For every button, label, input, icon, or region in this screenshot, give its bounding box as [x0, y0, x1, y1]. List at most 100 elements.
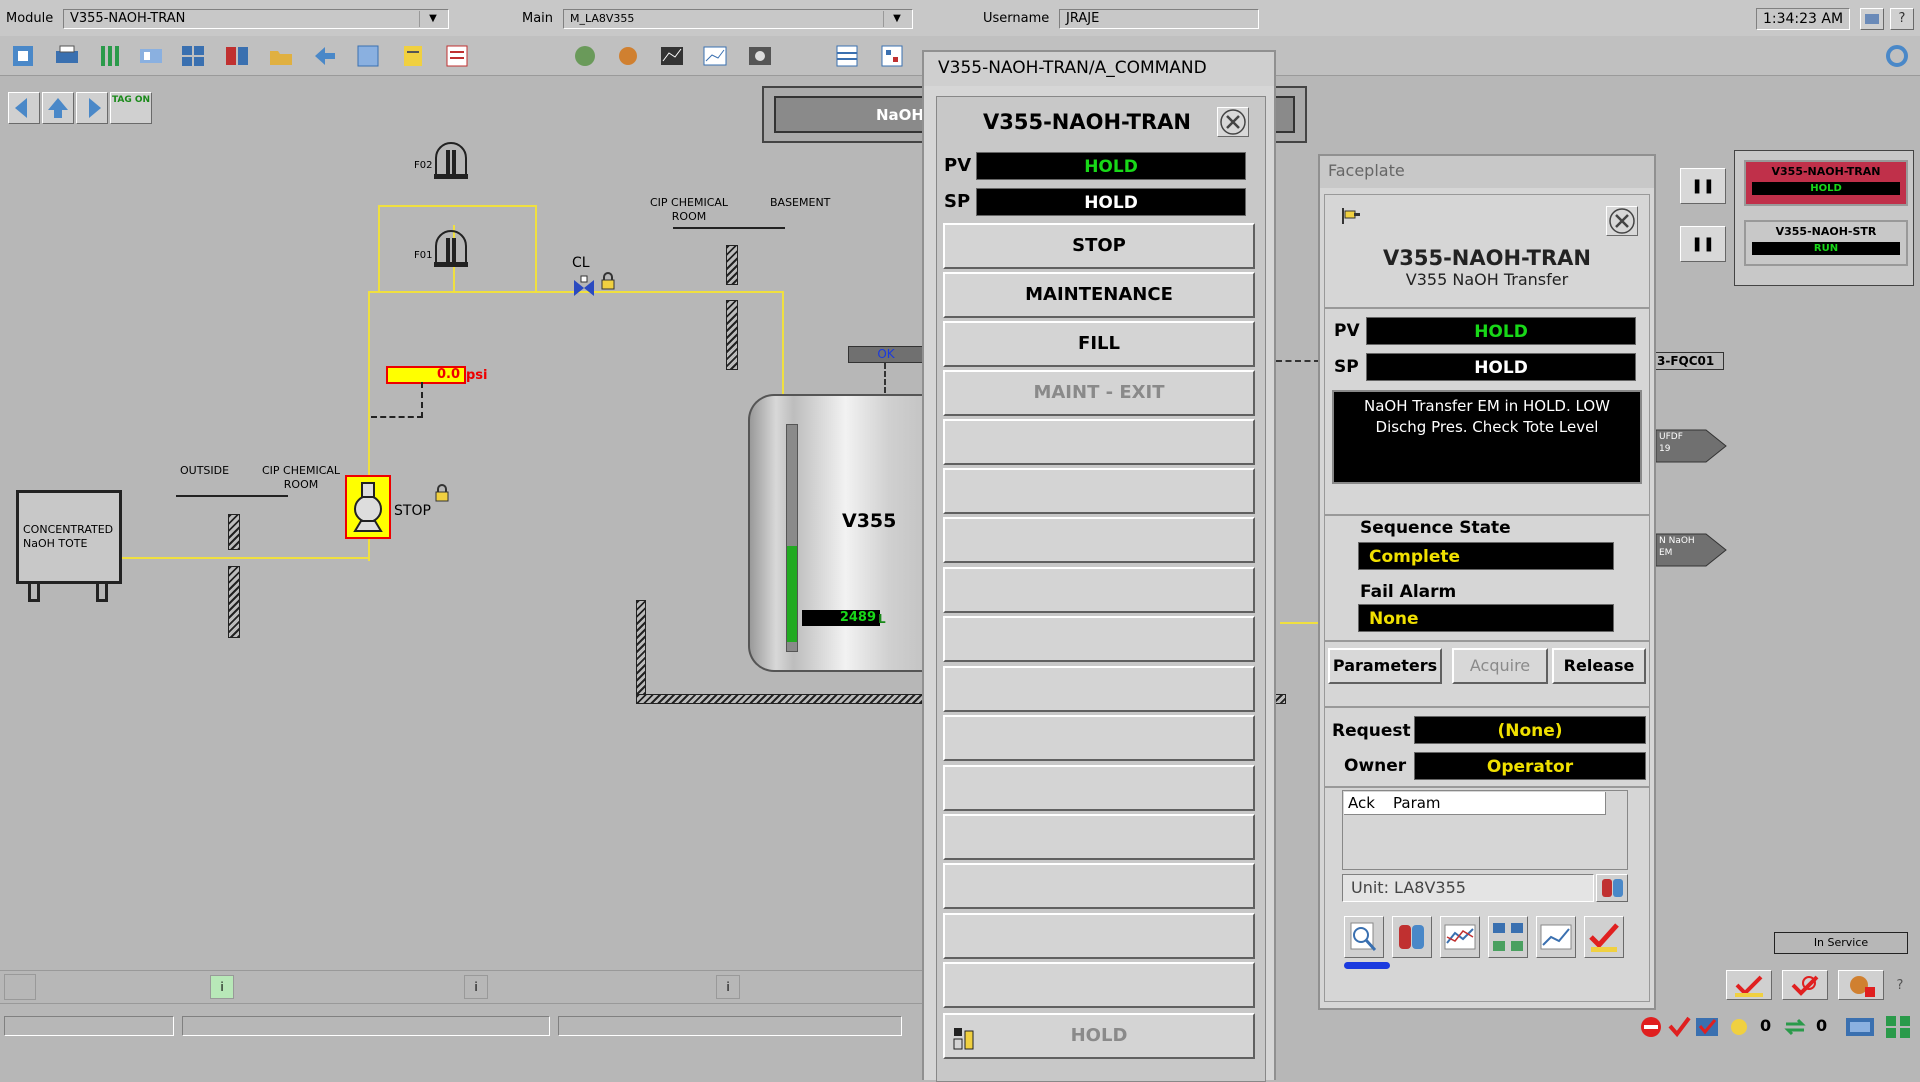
- release-button[interactable]: Release: [1552, 648, 1646, 684]
- info-indicator[interactable]: i: [716, 975, 740, 999]
- naoh-em-arrow[interactable]: N NaOH EM: [1655, 532, 1728, 568]
- tank-v355[interactable]: V355 2489 L: [748, 394, 924, 672]
- f01-instrument-icon[interactable]: [432, 228, 470, 276]
- fqc-tag[interactable]: 3-FQC01: [1654, 352, 1724, 370]
- fill-command-button[interactable]: FILL: [943, 321, 1255, 367]
- nav-up-button[interactable]: [42, 92, 74, 124]
- refresh-icon[interactable]: [1882, 41, 1912, 71]
- empty-command-slot[interactable]: [943, 419, 1255, 465]
- display-icon[interactable]: [222, 41, 252, 71]
- param-column-header[interactable]: Param: [1389, 792, 1606, 815]
- ack-column-header[interactable]: Ack: [1344, 792, 1393, 815]
- hold-command-button[interactable]: HOLD: [943, 1013, 1255, 1059]
- layout-icon[interactable]: [178, 41, 208, 71]
- empty-command-slot[interactable]: [943, 962, 1255, 1008]
- ufdf-arrow[interactable]: UFDF 19: [1655, 428, 1728, 464]
- maintenance-command-button[interactable]: MAINTENANCE: [943, 272, 1255, 318]
- empty-command-slot[interactable]: [943, 517, 1255, 563]
- chart-icon[interactable]: [700, 41, 730, 71]
- f02-instrument-icon[interactable]: [432, 140, 470, 188]
- notes-icon[interactable]: [398, 41, 428, 71]
- empty-command-slot[interactable]: [943, 468, 1255, 514]
- empty-command-slot[interactable]: [943, 567, 1255, 613]
- hierarchy-icon[interactable]: [1488, 916, 1528, 958]
- network-icon[interactable]: [136, 41, 166, 71]
- pin-icon[interactable]: [1340, 206, 1362, 226]
- faceplate-close-icon[interactable]: [1606, 206, 1638, 236]
- print-icon[interactable]: [52, 41, 82, 71]
- trend-icon[interactable]: [1440, 916, 1480, 958]
- trend-icon[interactable]: [657, 41, 687, 71]
- table-icon[interactable]: [832, 41, 862, 71]
- info-indicator[interactable]: i: [464, 975, 488, 999]
- horn-icon[interactable]: [1838, 970, 1884, 1000]
- parameters-button[interactable]: Parameters: [1328, 648, 1442, 684]
- nav-forward-button[interactable]: [76, 92, 108, 124]
- detail-icon[interactable]: [1344, 916, 1384, 958]
- lock-icon: [600, 272, 616, 290]
- dashed-connector: [371, 382, 423, 418]
- sp-value: HOLD: [976, 188, 1246, 216]
- pause-button-1[interactable]: ❚❚: [1680, 168, 1726, 204]
- empty-command-slot[interactable]: [943, 616, 1255, 662]
- home-icon[interactable]: [8, 41, 38, 71]
- acquire-button[interactable]: Acquire: [1452, 648, 1548, 684]
- maint-exit-command-button[interactable]: MAINT - EXIT: [943, 370, 1255, 416]
- em-item-naoh-tran[interactable]: V355-NAOH-TRAN HOLD: [1744, 160, 1908, 206]
- wall-post-3: [228, 514, 240, 550]
- main-select[interactable]: M_LA8V355 ▼: [563, 9, 913, 29]
- silence-icon[interactable]: [1782, 970, 1828, 1000]
- empty-command-slot[interactable]: [943, 765, 1255, 811]
- back-arrow-icon[interactable]: [310, 41, 340, 71]
- ack-param-list[interactable]: Ack Param: [1342, 790, 1628, 870]
- diagnostics-icon[interactable]: [745, 41, 775, 71]
- list-icon[interactable]: [442, 41, 472, 71]
- station-icon[interactable]: [1844, 1014, 1876, 1040]
- close-icon[interactable]: [1217, 107, 1249, 137]
- module-select[interactable]: V355-NAOH-TRAN ▼: [63, 9, 449, 29]
- network-status-icon[interactable]: [1884, 1014, 1912, 1040]
- tag-on-button[interactable]: TAG ON: [110, 92, 152, 124]
- alarm-ack-all-icon[interactable]: [1694, 1014, 1720, 1040]
- event-icon[interactable]: [1726, 1014, 1752, 1040]
- tank-level-bar: [787, 546, 797, 642]
- empty-command-slot[interactable]: [943, 814, 1255, 860]
- help-icon[interactable]: ?: [1896, 978, 1904, 993]
- columns-icon[interactable]: [95, 41, 125, 71]
- alarm-ack-icon[interactable]: [1666, 1014, 1692, 1040]
- status-field: [558, 1016, 902, 1036]
- screen-icon[interactable]: [1860, 8, 1884, 30]
- cl-valve-icon[interactable]: [572, 274, 596, 298]
- equipment-icon[interactable]: [1392, 916, 1432, 958]
- pump-icon[interactable]: [345, 475, 391, 539]
- unit-icon[interactable]: [1596, 874, 1628, 902]
- help-icon[interactable]: ?: [1890, 8, 1914, 30]
- info-indicator-active[interactable]: i: [210, 975, 234, 999]
- stop-command-button[interactable]: STOP: [943, 223, 1255, 269]
- naoh-tote[interactable]: CONCENTRATED NaOH TOTE: [16, 490, 122, 584]
- transfer-icon[interactable]: [1782, 1014, 1808, 1040]
- chevron-down-icon[interactable]: ▼: [419, 11, 446, 27]
- pressure-display[interactable]: 0.0: [386, 366, 466, 384]
- chevron-down-icon[interactable]: ▼: [883, 11, 910, 27]
- alarm-settings-icon[interactable]: [613, 41, 643, 71]
- tools-icon[interactable]: [570, 41, 600, 71]
- cip-room-label-1: CIP CHEMICAL ROOM: [650, 196, 729, 223]
- chart-icon[interactable]: [1536, 916, 1576, 958]
- empty-command-slot[interactable]: [943, 666, 1255, 712]
- empty-command-slot[interactable]: [943, 913, 1255, 959]
- alarm-icon[interactable]: [1638, 1014, 1664, 1040]
- wall-divider-1: [673, 227, 785, 229]
- nav-back-button[interactable]: [8, 92, 40, 124]
- acknowledge-icon[interactable]: [1584, 916, 1624, 958]
- folder-icon[interactable]: [266, 41, 296, 71]
- em-item-naoh-str[interactable]: V355-NAOH-STR RUN: [1744, 220, 1908, 266]
- faceplate-divider: [1324, 307, 1650, 309]
- pause-button-2[interactable]: ❚❚: [1680, 226, 1726, 262]
- empty-command-slot[interactable]: [943, 715, 1255, 761]
- hierarchy-icon[interactable]: [877, 41, 907, 71]
- ack-all-icon[interactable]: [1726, 970, 1772, 1000]
- empty-command-slot[interactable]: [943, 863, 1255, 909]
- wall-post-4: [228, 566, 240, 638]
- window-icon[interactable]: [353, 41, 383, 71]
